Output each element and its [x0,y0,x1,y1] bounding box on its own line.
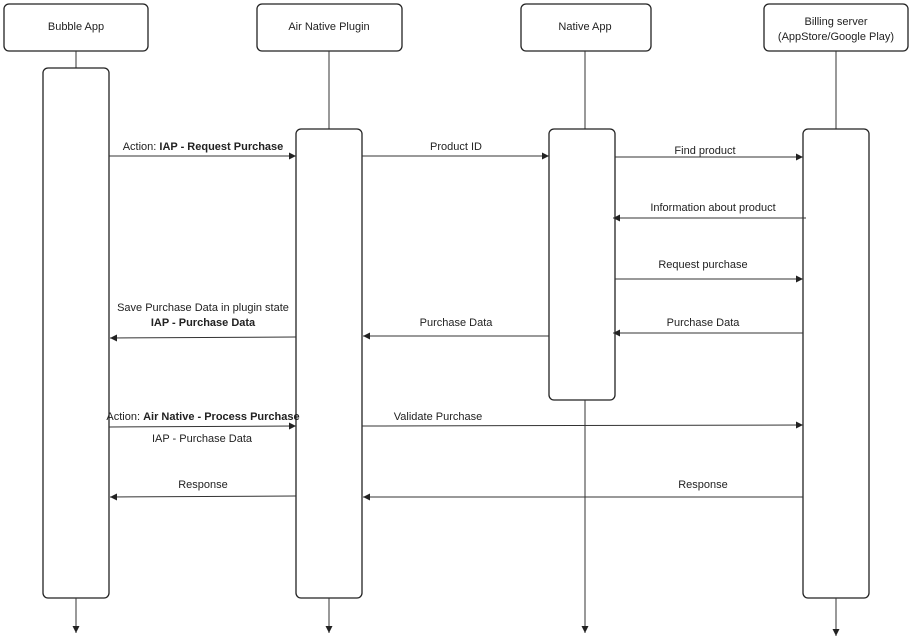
message-label: Response [678,479,728,491]
message-request-purchase: Request purchase [615,259,803,283]
message-label-state: IAP - Purchase Data [151,317,256,329]
lifeline-bubble-app: Bubble App [3,3,149,633]
lifeline-billing-server: Billing server (AppStore/Google Play) [763,3,909,636]
message-information-about-product: Information about product [613,202,806,222]
message-label: Save Purchase Data in plugin state [117,302,289,314]
participant-label: Air Native Plugin [288,21,369,33]
message-label: Information about product [650,202,775,214]
message-label-prefix: Action: [106,411,143,423]
message-response-to-plugin: Response [363,479,803,501]
participant-label: Billing server [805,16,868,28]
message-label-prefix: Action: [123,141,160,153]
message-arrow [109,493,297,501]
message-purchase-data-to-native: Purchase Data [613,317,803,337]
activation-bar-billing-server [802,128,870,599]
message-label: Response [178,479,228,491]
message-process-purchase-action: Action: Air Native - Process Purchase IA… [106,411,299,445]
message-label: Purchase Data [420,317,494,329]
activation-bar-native-app [548,128,616,401]
message-save-purchase-data: Save Purchase Data in plugin state IAP -… [109,302,297,342]
lifeline-air-native-plugin: Air Native Plugin [256,3,403,633]
message-sublabel: IAP - Purchase Data [152,433,253,445]
message-label: Purchase Data [667,317,741,329]
activation-bar-air-native-plugin [295,128,363,599]
lifeline-native-app: Native App [520,3,652,633]
message-validate-purchase: Validate Purchase [361,411,804,429]
message-purchase-data-to-plugin: Purchase Data [363,317,549,340]
message-label-action: Air Native - Process Purchase [143,411,300,423]
message-label: Action: Air Native - Process Purchase [106,411,299,423]
message-arrow [361,421,804,429]
message-find-product: Find product [615,145,803,161]
message-arrow [108,422,297,430]
message-label-action: IAP - Request Purchase [159,141,283,153]
participant-label: Bubble App [48,21,104,33]
message-label: Find product [674,145,735,157]
message-product-id: Product ID [362,141,549,160]
message-request-purchase-action: Action: IAP - Request Purchase [109,141,296,160]
message-label: Validate Purchase [394,411,482,423]
message-label: Product ID [430,141,482,153]
participant-header-native-app [520,3,652,52]
activation-bar-bubble-app [42,67,110,599]
participant-label: Native App [558,21,611,33]
message-label: Action: IAP - Request Purchase [123,141,284,153]
message-label: Request purchase [658,259,747,271]
message-response-to-bubble: Response [109,479,297,501]
participant-sublabel: (AppStore/Google Play) [778,31,894,43]
message-arrow [109,334,297,342]
